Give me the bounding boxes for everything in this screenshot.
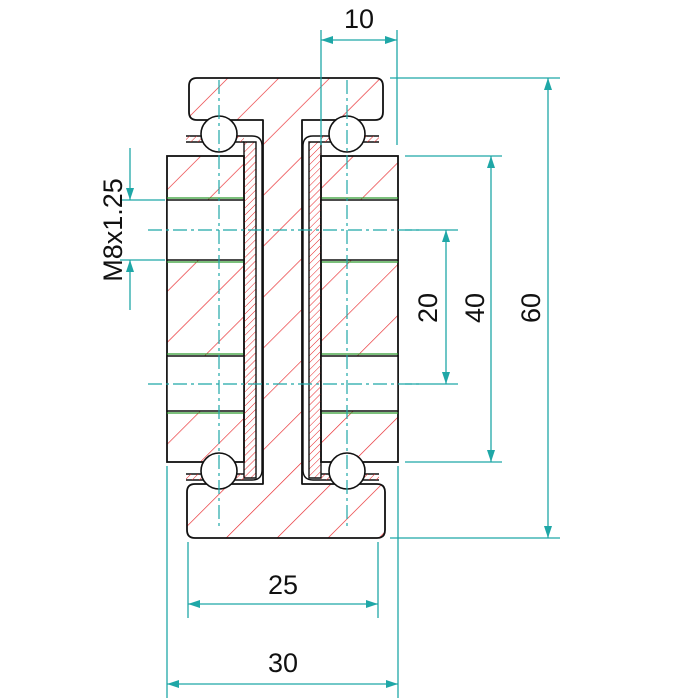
slide-cross-section — [166, 77, 399, 539]
dim-rail-width — [187, 542, 379, 618]
dim-bearing-height — [405, 155, 502, 463]
label-rail-width: 25 — [268, 570, 298, 600]
thread-lines — [167, 197, 398, 414]
label-overall-height: 60 — [516, 293, 546, 323]
label-overall-width: 30 — [268, 648, 298, 678]
label-slot-width: 10 — [344, 4, 374, 34]
dim-hole-pitch — [405, 229, 458, 385]
dim-slot-width — [320, 30, 398, 145]
dimensions — [120, 30, 560, 698]
dim-thread — [120, 148, 165, 310]
label-bearing-height: 40 — [460, 293, 490, 323]
label-thread: M8x1.25 — [98, 178, 128, 282]
center-rail-section — [186, 77, 386, 539]
dimension-labels: 10 M8x1.25 20 40 60 25 30 — [98, 4, 546, 678]
dim-overall-width — [166, 466, 399, 698]
center-lines — [148, 80, 420, 530]
dim-overall-height — [390, 77, 560, 539]
label-hole-pitch: 20 — [413, 293, 443, 323]
